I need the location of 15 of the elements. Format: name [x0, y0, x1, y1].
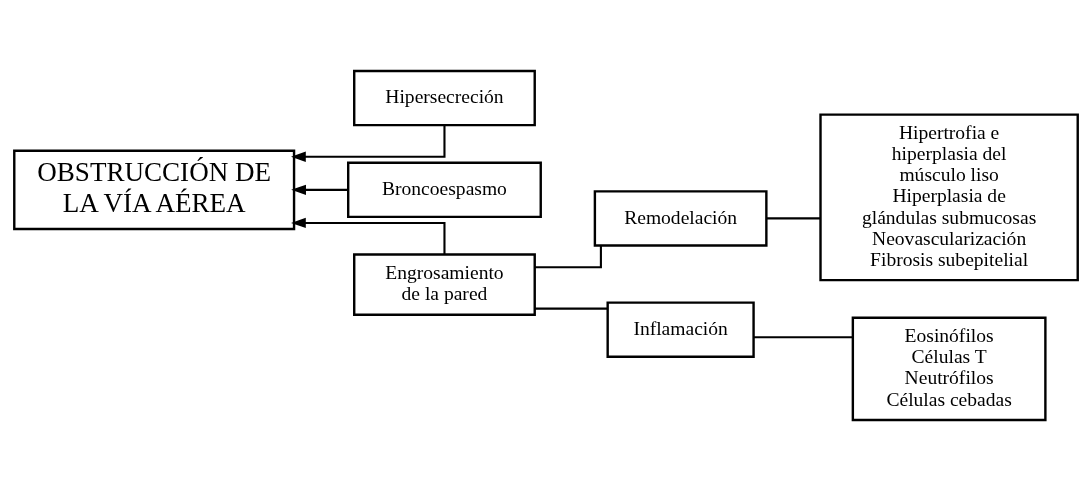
arrow [291, 124, 446, 162]
node-box: Remodelación [593, 189, 768, 247]
node-box: OBSTRUCCIÓN DE LA VÍA AÉREA [13, 149, 296, 230]
node-box: Inflamación [606, 300, 755, 358]
connector [753, 335, 853, 338]
connector [535, 245, 602, 268]
node-box: Engrosamiento de la pared [353, 252, 536, 316]
arrow [291, 184, 348, 195]
connector [534, 307, 608, 310]
node-box: Hipersecreción [353, 69, 536, 126]
node-box: Eosinófilos Células T Neutrófilos Células cebadas [851, 316, 1047, 421]
node-box: Hipertrofia e hiperplasia del músculo liso Hiperplasia de glándulas submucosas Neovascularización Fibrosis subepitelial [819, 112, 1079, 281]
arrow [291, 217, 446, 254]
node-box: Broncoespasmo [347, 161, 542, 218]
connector [766, 216, 821, 219]
